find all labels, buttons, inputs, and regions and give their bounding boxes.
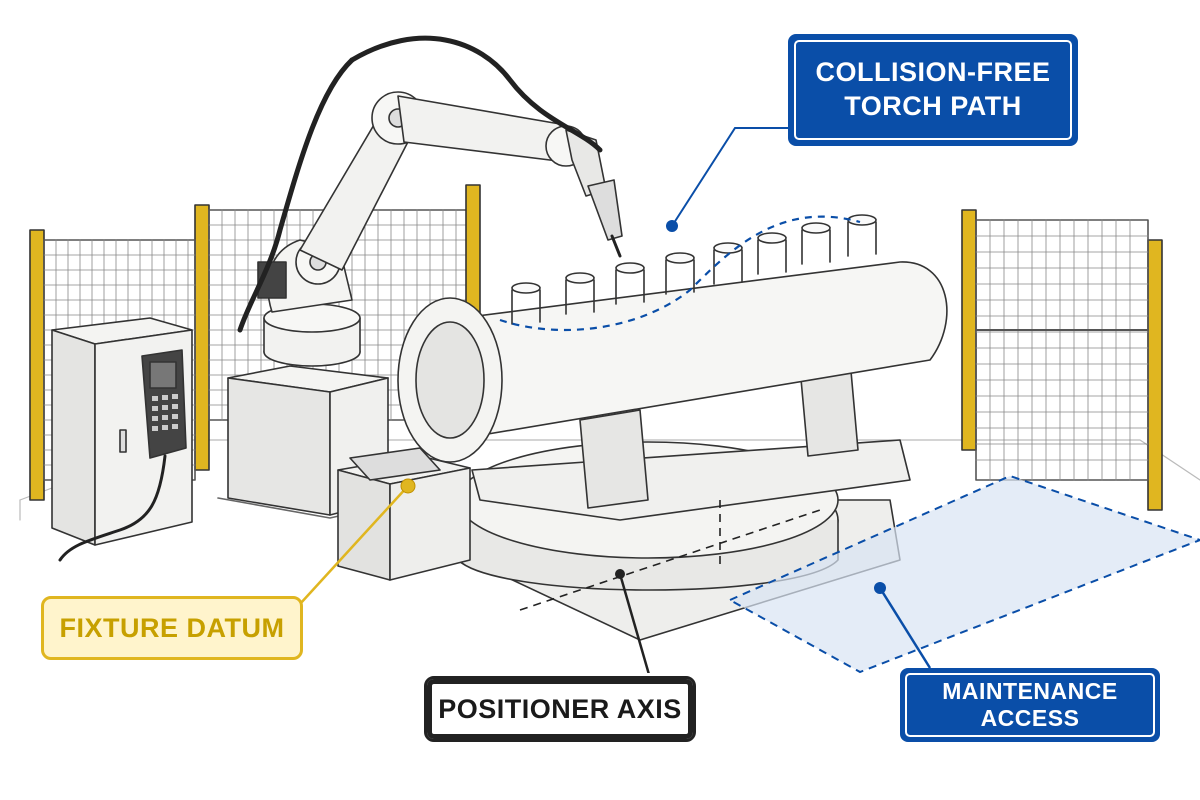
callout-positioner-axis: POSITIONER AXIS — [424, 676, 696, 742]
leader-maint — [878, 587, 932, 669]
leader-torch — [671, 127, 790, 227]
callout-maintenance-access: MAINTENANCE ACCESS — [900, 668, 1160, 742]
callout-fixture-datum: FIXTURE DATUM — [41, 596, 303, 660]
leader-maint-dot — [874, 582, 886, 594]
callout-maint-label: MAINTENANCE ACCESS — [905, 673, 1155, 737]
rotary-positioner — [457, 359, 911, 641]
fixture-clamp — [337, 447, 471, 581]
leader-torch-dot — [666, 220, 678, 232]
fence-mesh-right — [975, 219, 1149, 481]
welding-robot — [237, 35, 623, 367]
teach-pendant — [58, 349, 187, 562]
leader-axis-dot — [615, 569, 625, 579]
leader-fixture — [299, 485, 409, 605]
callout-collision-free-torch-path: COLLISION-FREE TORCH PATH — [788, 34, 1078, 146]
positioner-axis-line — [519, 500, 821, 611]
torch-path-line — [499, 215, 861, 332]
pipe-workpiece — [397, 214, 948, 463]
safety-fence-right — [961, 209, 1163, 511]
maintenance-access-zone — [727, 474, 1200, 674]
callout-torch-label: COLLISION-FREE TORCH PATH — [794, 40, 1072, 140]
leader-axis — [618, 573, 652, 679]
leader-fixture-dot — [400, 478, 416, 494]
nozzle-row — [511, 214, 877, 325]
